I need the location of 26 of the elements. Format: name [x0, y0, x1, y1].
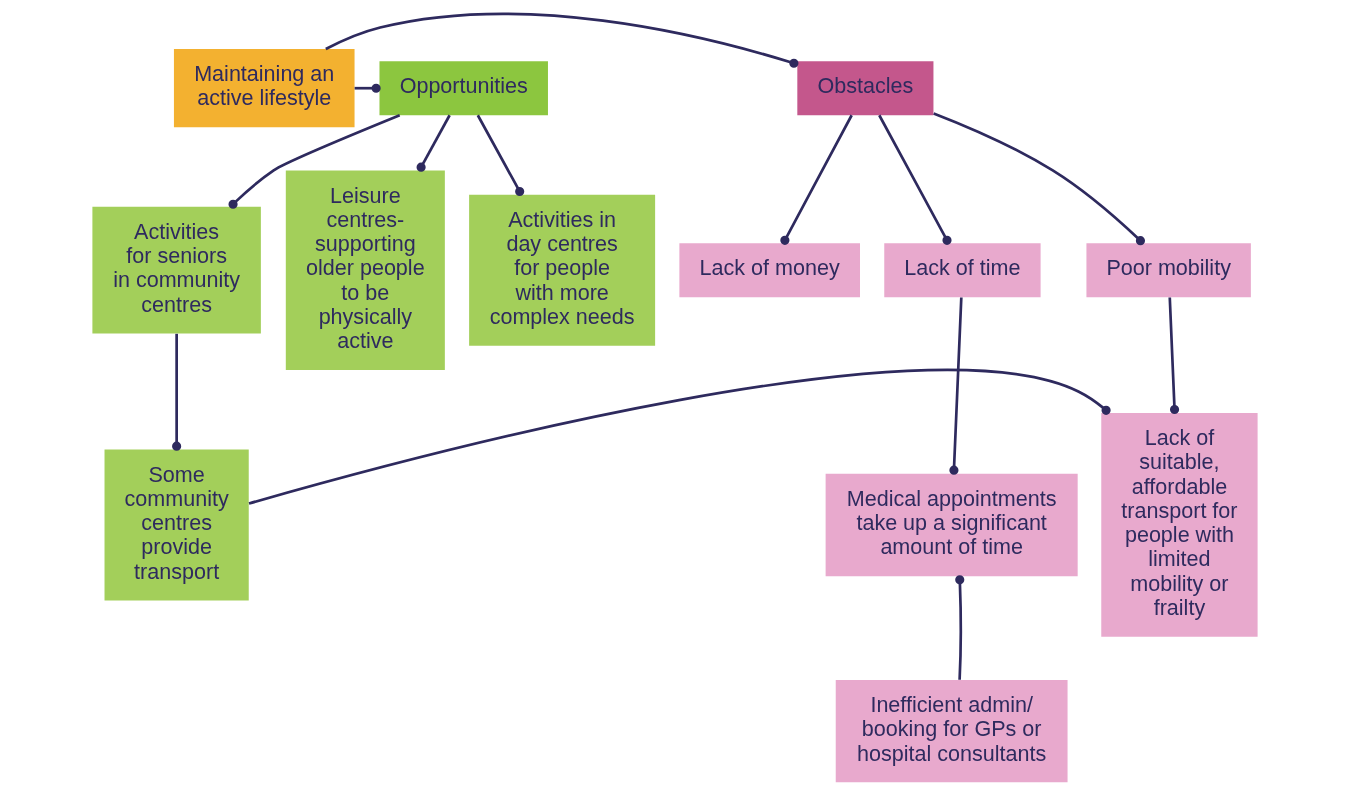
connector: [476, 114, 524, 197]
node-box: Obstacles: [796, 61, 933, 116]
connector: [324, 12, 798, 68]
node-box: Lack of suitable, affordable transport for people with limited mobility or frailty: [1100, 413, 1258, 637]
connector: [1167, 297, 1179, 415]
node-box: Lack of time: [883, 243, 1041, 298]
node-box: Activities in day centres for people with more complex needs: [468, 194, 655, 346]
connector: [779, 114, 853, 245]
connector: [416, 114, 451, 172]
node-box: Maintaining an active lifestyle: [173, 49, 355, 128]
connector: [877, 114, 952, 245]
connector: [248, 369, 1111, 505]
connector: [354, 83, 381, 93]
connector: [948, 297, 963, 475]
node-box: Some community centres provide transport: [104, 449, 249, 601]
node-box: Poor mobility: [1085, 243, 1251, 298]
connector: [227, 114, 400, 209]
connector: [171, 333, 181, 451]
node-box: Medical appointments take up a significant amount of time: [825, 473, 1078, 577]
node-box: Lack of money: [678, 243, 860, 298]
connector: [954, 575, 964, 680]
node-box: Leisure centres- supporting older people to be physically active: [285, 170, 445, 370]
node-box: Inefficient admin/ booking for GPs or hospital consultants: [835, 679, 1068, 783]
node-box: Opportunities: [379, 61, 548, 116]
node-box: Activities for seniors in community centres: [91, 206, 261, 334]
connector: [932, 112, 1145, 246]
